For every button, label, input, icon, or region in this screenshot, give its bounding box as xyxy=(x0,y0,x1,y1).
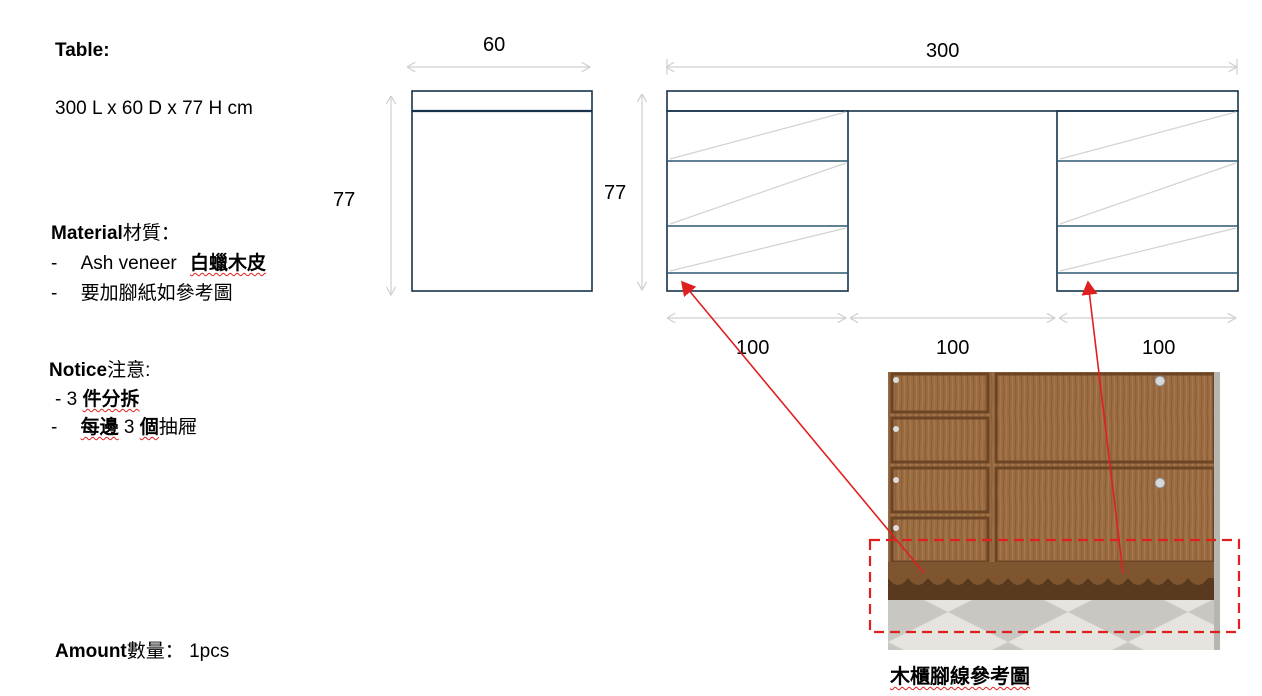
side-view xyxy=(411,90,593,292)
notice-heading: Notice注意: xyxy=(49,355,150,382)
reference-photo xyxy=(888,372,1220,650)
amount-label: Amount xyxy=(55,641,127,662)
material-label-cn: 材質： xyxy=(122,223,180,244)
material-item-1-en: Ash veneer xyxy=(80,253,177,274)
material-heading: Material材質： xyxy=(51,218,180,245)
bullet-dash: - xyxy=(51,253,58,274)
material-item-1-cn: 白蠟木皮 xyxy=(190,253,267,274)
notice-item-1-cn: 件分拆 xyxy=(82,389,140,410)
section-right-label: 100 xyxy=(1142,337,1176,359)
side-height-label: 77 xyxy=(333,189,356,211)
notice-item-1: - 3 件分拆 xyxy=(55,384,139,411)
notice-item-2-b: 個 xyxy=(139,417,159,438)
material-label: Material xyxy=(51,223,123,244)
notice-label-cn: 注意: xyxy=(107,360,151,381)
front-view xyxy=(666,90,1239,292)
reference-arrow-right xyxy=(1081,280,1124,574)
skirting-highlight-box xyxy=(868,538,1241,634)
notice-item-2-c: 抽屜 xyxy=(158,417,197,438)
material-item-1: - Ash veneer 白蠟木皮 xyxy=(51,248,266,275)
side-view-outline xyxy=(411,90,593,292)
reference-caption: 木櫃腳線參考圖 xyxy=(890,660,1030,689)
notice-label: Notice xyxy=(49,360,108,381)
section-mid-label: 100 xyxy=(936,337,970,359)
amount-value: 1pcs xyxy=(189,641,230,662)
table-heading: Table: xyxy=(55,40,110,61)
notice-item-2-a: 每邊 xyxy=(80,417,119,438)
reference-caption-text: 木櫃腳線參考圖 xyxy=(890,666,1030,688)
reference-arrow-left xyxy=(680,280,925,574)
notice-item-2: - 每邊 3 個抽屜 xyxy=(51,412,197,439)
amount-label-cn: 數量： xyxy=(126,641,184,662)
material-item-2: - 要加腳紙如參考圖 xyxy=(51,278,233,305)
material-item-2-text: 要加腳紙如參考圖 xyxy=(80,283,233,304)
tabletop xyxy=(666,90,1239,112)
bullet-dash: - xyxy=(51,417,58,438)
left-cabinet xyxy=(666,110,849,292)
notice-item-2-num: 3 xyxy=(123,417,135,438)
side-width-label: 60 xyxy=(483,34,506,56)
reference-photo-drawing xyxy=(888,372,1220,650)
drawer-diagonals xyxy=(669,111,1237,272)
notice-item-1-prefix: - 3 xyxy=(55,389,78,410)
bullet-dash: - xyxy=(51,283,58,304)
table-size: 300 L x 60 D x 77 H cm xyxy=(55,98,253,119)
front-width-label: 300 xyxy=(926,40,960,62)
front-height-label: 77 xyxy=(604,182,627,204)
section-left-label: 100 xyxy=(736,337,770,359)
amount-line: Amount數量： 1pcs xyxy=(55,636,229,663)
dimension-lines xyxy=(391,59,1237,318)
right-cabinet xyxy=(1056,110,1239,292)
